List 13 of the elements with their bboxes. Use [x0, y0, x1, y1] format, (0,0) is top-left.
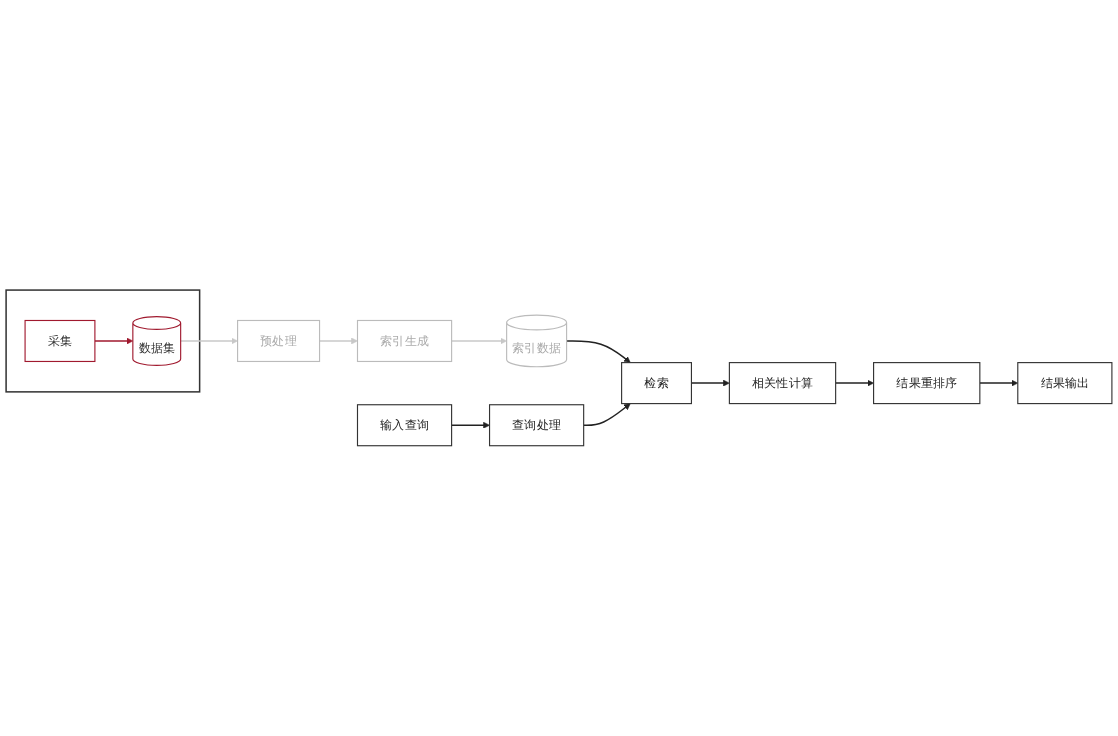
node-box: 检索: [621, 362, 692, 405]
node-box: 索引生成: [356, 320, 453, 363]
node-box: 采集: [24, 320, 96, 363]
node-box: 相关性计算: [728, 362, 837, 405]
node-box: 查询处理: [489, 404, 585, 447]
node-box: 预处理: [237, 320, 321, 363]
node-box: 结果重排序: [873, 362, 981, 405]
arrow: [565, 340, 631, 363]
node-box: 结果输出: [1017, 362, 1113, 405]
arrow: [94, 337, 134, 345]
node-box: 输入查询: [356, 404, 453, 447]
cluster: [5, 289, 201, 393]
arrow: [179, 337, 238, 345]
